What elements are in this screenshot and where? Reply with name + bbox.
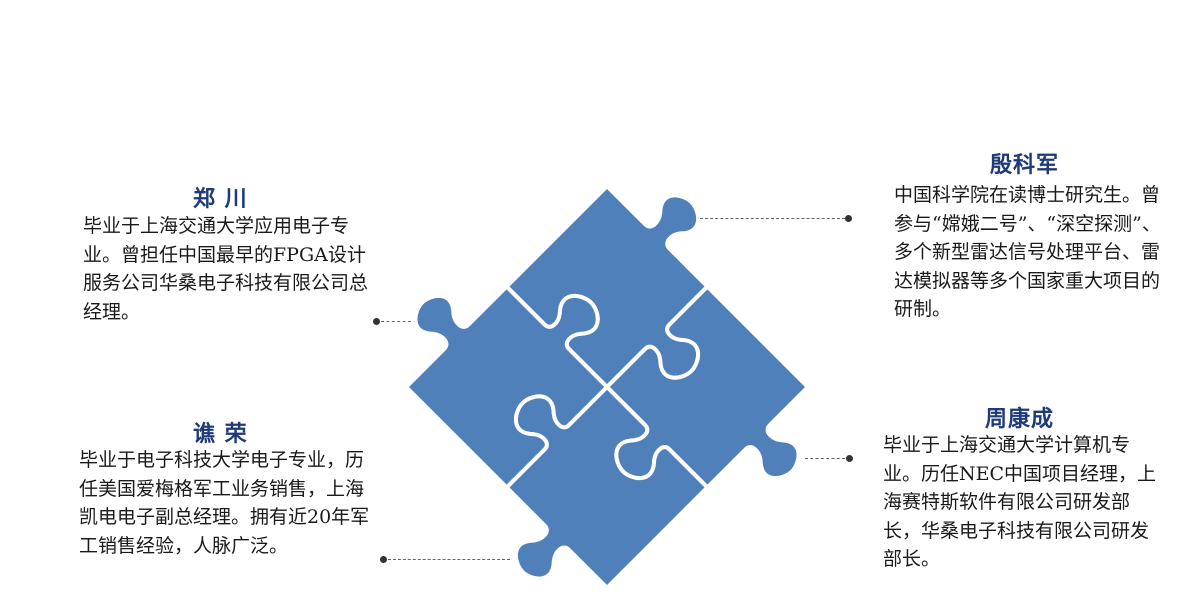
person-desc-jiao: 毕业于电子科技大学电子专业，历任美国爱梅格军工业务销售，上海凯电电子副总经理。拥… (79, 449, 370, 557)
connector-dot-yin (845, 215, 852, 222)
puzzle-piece-left (404, 284, 609, 490)
person-name-zheng: 郑 川 (193, 187, 248, 212)
person-desc-yin: 中国科学院在读博士研究生。曾参与“嫦娥二号”、“深空探测”、多个新型雷达信号处理… (894, 184, 1161, 320)
person-name-jiao: 谯 荣 (193, 422, 248, 447)
connector-dot-jiao (380, 556, 387, 563)
person-desc-zheng: 毕业于上海交通大学应用电子专业。曾担任中国最早的FPGA设计服务公司华桑电子科技… (83, 215, 369, 323)
connector-line-zhou (805, 458, 845, 459)
connector-line-jiao (388, 559, 510, 560)
connector-dot-zheng (373, 318, 380, 325)
person-desc-zhou: 毕业于上海交通大学计算机专业。历任NEC中国项目经理，上海赛特斯软件有限公司研发… (883, 434, 1157, 570)
connector-dot-zhou (846, 455, 853, 462)
person-name-yin: 殷科军 (990, 153, 1060, 178)
connector-line-yin (700, 218, 845, 219)
connector-line-zheng (381, 321, 411, 322)
person-name-zhou: 周康成 (985, 407, 1055, 432)
